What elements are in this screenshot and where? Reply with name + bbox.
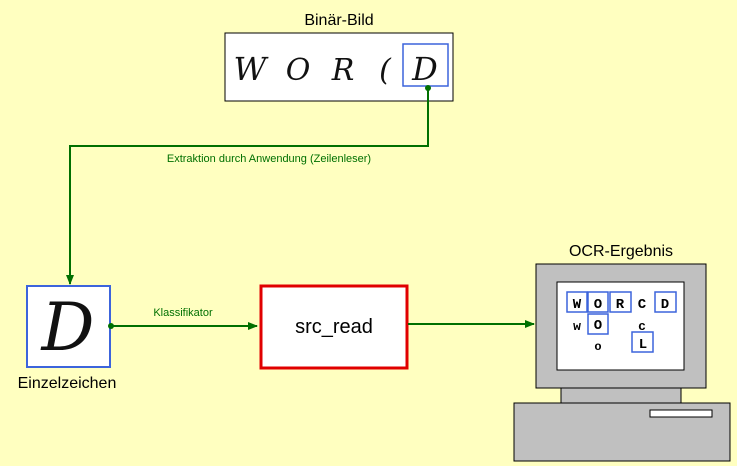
- result-box-o: [587, 291, 609, 313]
- binary-letter-r: R: [331, 53, 355, 88]
- monitor-screen: [556, 281, 685, 371]
- binary-letter-o: O: [286, 53, 311, 88]
- result-box-o2: [587, 313, 609, 335]
- binary-letter-w: W: [234, 50, 270, 88]
- disk-drive-slot: [649, 409, 713, 418]
- extraction-edge-start-dot: [425, 85, 431, 91]
- result-char-r: R: [616, 297, 625, 313]
- binary-image-title: Binär-Bild: [304, 12, 373, 29]
- binary-letter-paren: (: [379, 53, 392, 88]
- result-char-w: W: [573, 297, 582, 313]
- result-char-w-lower: w: [573, 319, 581, 334]
- result-char-o: O: [594, 297, 602, 313]
- result-box-d: [654, 291, 677, 313]
- operator-box: [259, 284, 409, 370]
- single-char-title: Einzelzeichen: [18, 375, 117, 392]
- result-char-o-lower: o: [594, 340, 601, 354]
- binary-image-letters: W O R ( D: [234, 50, 438, 88]
- single-char-letter: D: [41, 289, 95, 366]
- classifier-edge-start-dot: [108, 323, 114, 329]
- extraction-edge: [66, 88, 429, 285]
- monitor-stand: [560, 387, 682, 404]
- result-box-l: [631, 331, 654, 353]
- result-char-o2: O: [594, 318, 602, 334]
- classifier-edge-label: Klassifikator: [153, 307, 213, 319]
- extracted-char-highlight: [402, 43, 449, 87]
- result-char-d: D: [661, 297, 669, 313]
- result-characters: W O R C D w O c o L: [566, 291, 677, 354]
- result-box-w: [566, 291, 588, 313]
- result-char-c-lower: c: [638, 319, 646, 334]
- result-title: OCR-Ergebnis: [569, 243, 673, 260]
- binary-letter-d: D: [411, 50, 438, 88]
- operator-label: src_read: [295, 316, 373, 338]
- result-char-c: C: [638, 297, 647, 313]
- result-char-l: L: [639, 337, 647, 353]
- computer-illustration: [513, 263, 731, 462]
- result-box-r: [609, 291, 632, 313]
- extraction-edge-label: Extraktion durch Anwendung (Zeilenleser): [167, 153, 371, 165]
